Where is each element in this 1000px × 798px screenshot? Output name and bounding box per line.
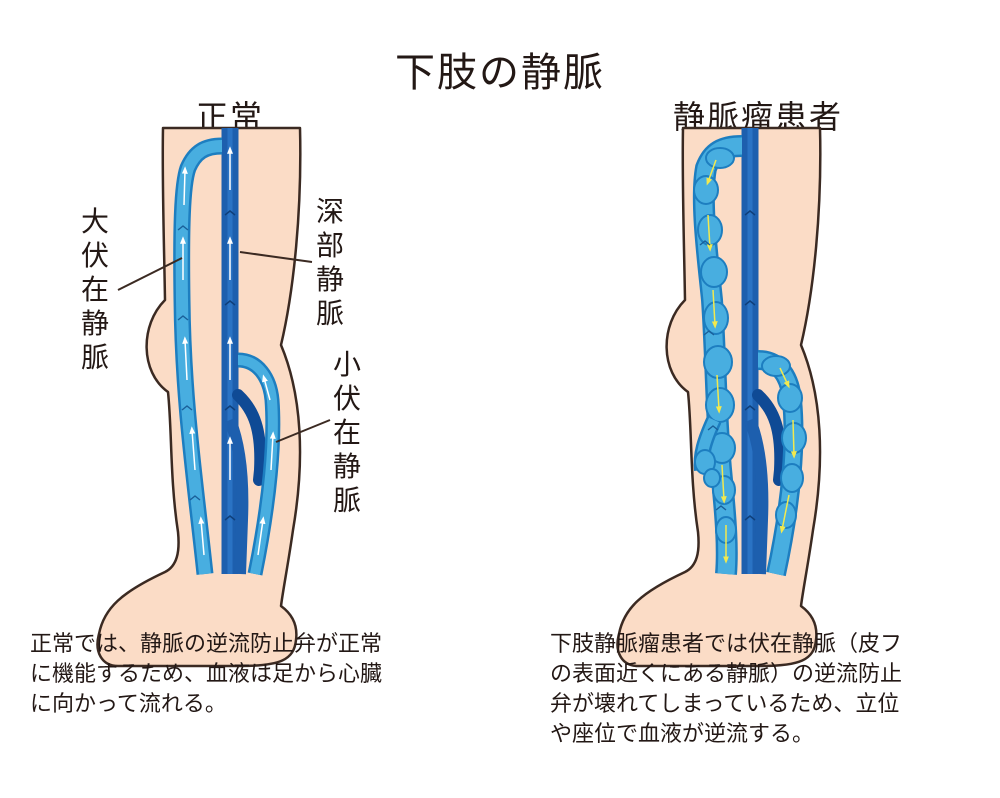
label-char: 大 xyxy=(80,205,109,238)
normal-caption: 正常では、静脈の逆流防止弁が正常 に機能するため、血液は足から心臓 に向かって流… xyxy=(30,632,383,717)
normal-deep-vein xyxy=(221,128,267,575)
normal-great-saphenous-vein xyxy=(173,137,223,575)
label-char: 伏 xyxy=(332,382,361,415)
label-char: 静 xyxy=(315,263,344,296)
label-char: 脈 xyxy=(315,297,344,330)
normal-small-saphenous-vein xyxy=(237,352,281,576)
normal-leg xyxy=(96,126,331,668)
label-great-saphenous-vein: 大伏在静脈 xyxy=(78,205,112,375)
label-char: 在 xyxy=(80,273,109,306)
label-char: 脈 xyxy=(332,484,361,517)
diagram-title: 下肢の静脈 xyxy=(395,50,605,96)
label-leader-small-saphenous xyxy=(275,419,331,443)
label-char: 静 xyxy=(332,450,361,483)
label-char: 脈 xyxy=(80,341,109,374)
label-char: 伏 xyxy=(80,239,109,272)
label-char: 在 xyxy=(332,416,361,449)
label-char: 深 xyxy=(315,195,344,228)
label-leader-great-saphenous xyxy=(117,257,183,291)
varicose-leg xyxy=(616,126,822,668)
label-char: 静 xyxy=(80,307,109,340)
label-small-saphenous-vein: 小伏在静脈 xyxy=(330,348,364,518)
label-deep-vein: 深部静脈 xyxy=(313,195,347,331)
varicose-great-saphenous-vein xyxy=(692,135,743,575)
varicose-caption: 下肢静脈瘤患者では伏在静脈（皮フ の表面近くにある静脈）の逆流防止 弁が壊れてし… xyxy=(550,632,903,747)
label-leader-deep xyxy=(239,251,313,263)
varicose-deep-vein xyxy=(741,128,787,575)
label-char: 部 xyxy=(315,229,344,262)
label-char: 小 xyxy=(332,348,361,381)
normal-leg-skin xyxy=(96,126,302,668)
varicose-small-saphenous-vein xyxy=(757,350,807,577)
